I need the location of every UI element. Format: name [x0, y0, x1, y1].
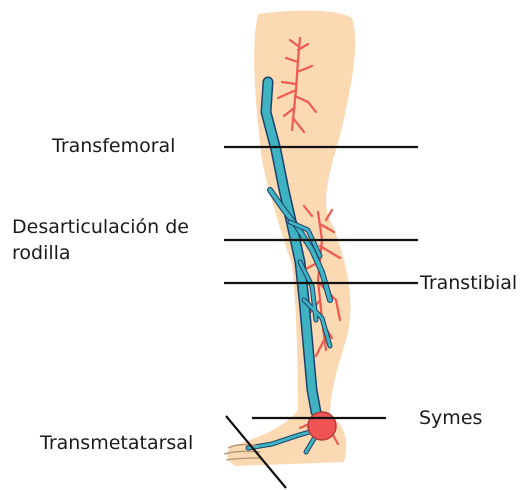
- ankle-joint: [308, 412, 336, 440]
- label-knee-disarticulation: Desarticulación de rodilla: [12, 214, 189, 266]
- label-knee-line1: Desarticulación de: [12, 216, 189, 238]
- label-knee-line2: rodilla: [12, 240, 189, 266]
- label-transmetatarsal: Transmetatarsal: [40, 430, 193, 456]
- label-symes: Symes: [419, 405, 482, 431]
- label-transtibial: Transtibial: [420, 270, 517, 296]
- label-transfemoral: Transfemoral: [52, 133, 175, 159]
